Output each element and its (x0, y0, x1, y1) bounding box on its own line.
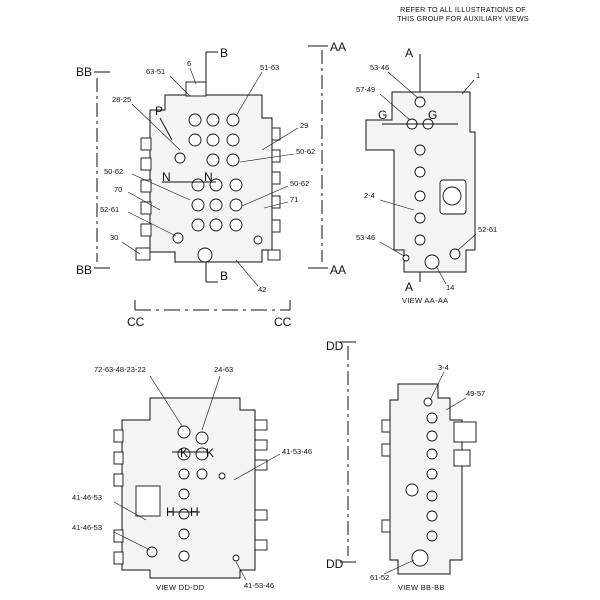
callout-dd-6: 41-53-46 (244, 581, 274, 590)
view-dd: K K H H 72-63-48-23-22 24-63 41-53-46 41… (72, 365, 312, 590)
section-label-p: P (155, 104, 163, 118)
auxiliary-views-note: REFER TO ALL ILLUSTRATIONS OF THIS GROUP… (378, 5, 548, 23)
dd-fittings (146, 425, 240, 562)
section-label-b-bottom: B (220, 269, 228, 283)
callout-main-9: 70 (114, 185, 122, 194)
note-line-2: THIS GROUP FOR AUXILIARY VIEWS (397, 13, 529, 23)
callout-aa-5: 53-46 (356, 233, 375, 242)
callout-dd-2: 24-63 (214, 365, 233, 374)
dd-right-stubs (254, 419, 268, 551)
section-label-a-bottom: A (405, 280, 413, 294)
section-label-h-left: H (166, 505, 175, 519)
bb-left-stubs (381, 419, 391, 533)
callout-main-2: 6 (187, 59, 191, 68)
section-line-bb: BB BB (76, 65, 110, 277)
spool-fittings (172, 113, 263, 263)
callout-main-3: 51-63 (260, 63, 279, 72)
note-line-1: REFER TO ALL ILLUSTRATIONS OF (400, 5, 526, 14)
callout-aa-4: 2-4 (364, 191, 375, 200)
callout-main-6: 50-62 (296, 147, 315, 156)
section-label-aa-top: AA (330, 40, 346, 54)
dd-left-stubs (113, 429, 124, 565)
section-label-bb-top: BB (76, 65, 92, 79)
callout-main-10: 71 (290, 195, 298, 204)
callout-aa-6: 52-61 (478, 225, 497, 234)
main-valve-body (149, 94, 273, 263)
main-callouts: 63-51 6 51-63 28-25 29 50-62 50-62 50-62… (100, 59, 315, 294)
section-label-bb-bottom: BB (76, 263, 92, 277)
section-label-g-left: G (378, 108, 387, 122)
bb-fittings (405, 397, 438, 567)
dd-side-block (135, 485, 161, 517)
view-aa: A A G G 53-46 1 57-49 2-4 (356, 46, 497, 294)
dd-valve-body (121, 397, 256, 579)
view-aa-title: VIEW AA-AA (402, 296, 449, 305)
section-label-k-right: K (206, 446, 214, 460)
bb-side-block-bottom (453, 449, 471, 467)
top-port-block (185, 81, 207, 97)
callout-dd-3: 41-53-46 (282, 447, 312, 456)
section-label-cc-right: CC (274, 315, 292, 329)
callout-aa-7: 14 (446, 283, 454, 292)
section-label-aa-bottom: AA (330, 263, 346, 277)
section-label-b-top: B (220, 46, 228, 60)
view-bb: DD DD 3-4 49-57 (326, 339, 485, 582)
callout-aa-2: 1 (476, 71, 480, 80)
bb-side-block-top (453, 421, 477, 443)
left-port-stubs (135, 137, 152, 261)
callout-aa-3: 57-49 (356, 85, 375, 94)
section-label-cc-left: CC (127, 315, 145, 329)
aa-valve-body (365, 91, 476, 273)
section-label-h-right: H (190, 505, 199, 519)
callout-dd-1: 72-63-48-23-22 (94, 365, 146, 374)
callout-bb-3: 61-52 (370, 573, 389, 582)
section-label-dd-bottom: DD (326, 557, 344, 571)
callout-dd-4: 41-46-53 (72, 493, 102, 502)
bb-valve-body (389, 383, 463, 575)
section-line-aa: AA AA (308, 40, 346, 277)
callout-main-4: 28-25 (112, 95, 131, 104)
callout-dd-5: 41-46-53 (72, 523, 102, 532)
callout-bb-1: 3-4 (438, 363, 449, 372)
section-label-a-top: A (405, 46, 413, 60)
callout-main-7: 50-62 (104, 167, 123, 176)
callout-main-11: 52-61 (100, 205, 119, 214)
callout-main-1: 63-51 (146, 67, 165, 76)
callout-main-5: 29 (300, 121, 308, 130)
section-label-dd-top: DD (326, 339, 344, 353)
section-label-n-right: N (204, 170, 213, 184)
view-bb-title: VIEW BB-BB (398, 583, 445, 592)
callout-bb-2: 49-57 (466, 389, 485, 398)
aa-callouts: 53-46 1 57-49 2-4 53-46 52-61 14 (356, 63, 497, 292)
dd-callouts: 72-63-48-23-22 24-63 41-53-46 41-46-53 4… (72, 365, 312, 590)
aa-fittings (402, 96, 461, 270)
callout-main-13: 42 (258, 285, 266, 294)
section-line-dd: DD DD (326, 339, 356, 571)
section-label-k-left: K (180, 446, 188, 460)
view-dd-title: VIEW DD-DD (156, 583, 205, 592)
section-label-g-right: G (428, 108, 437, 122)
callout-main-12: 30 (110, 233, 118, 242)
section-label-n-left: N (162, 170, 171, 184)
bb-callouts: 3-4 49-57 61-52 (370, 363, 485, 582)
main-valve-view: BB BB AA AA B B CC CC (76, 40, 346, 329)
callout-aa-1: 53-46 (370, 63, 389, 72)
section-line-cc: CC CC (127, 300, 292, 329)
callout-main-8: 50-62 (290, 179, 309, 188)
